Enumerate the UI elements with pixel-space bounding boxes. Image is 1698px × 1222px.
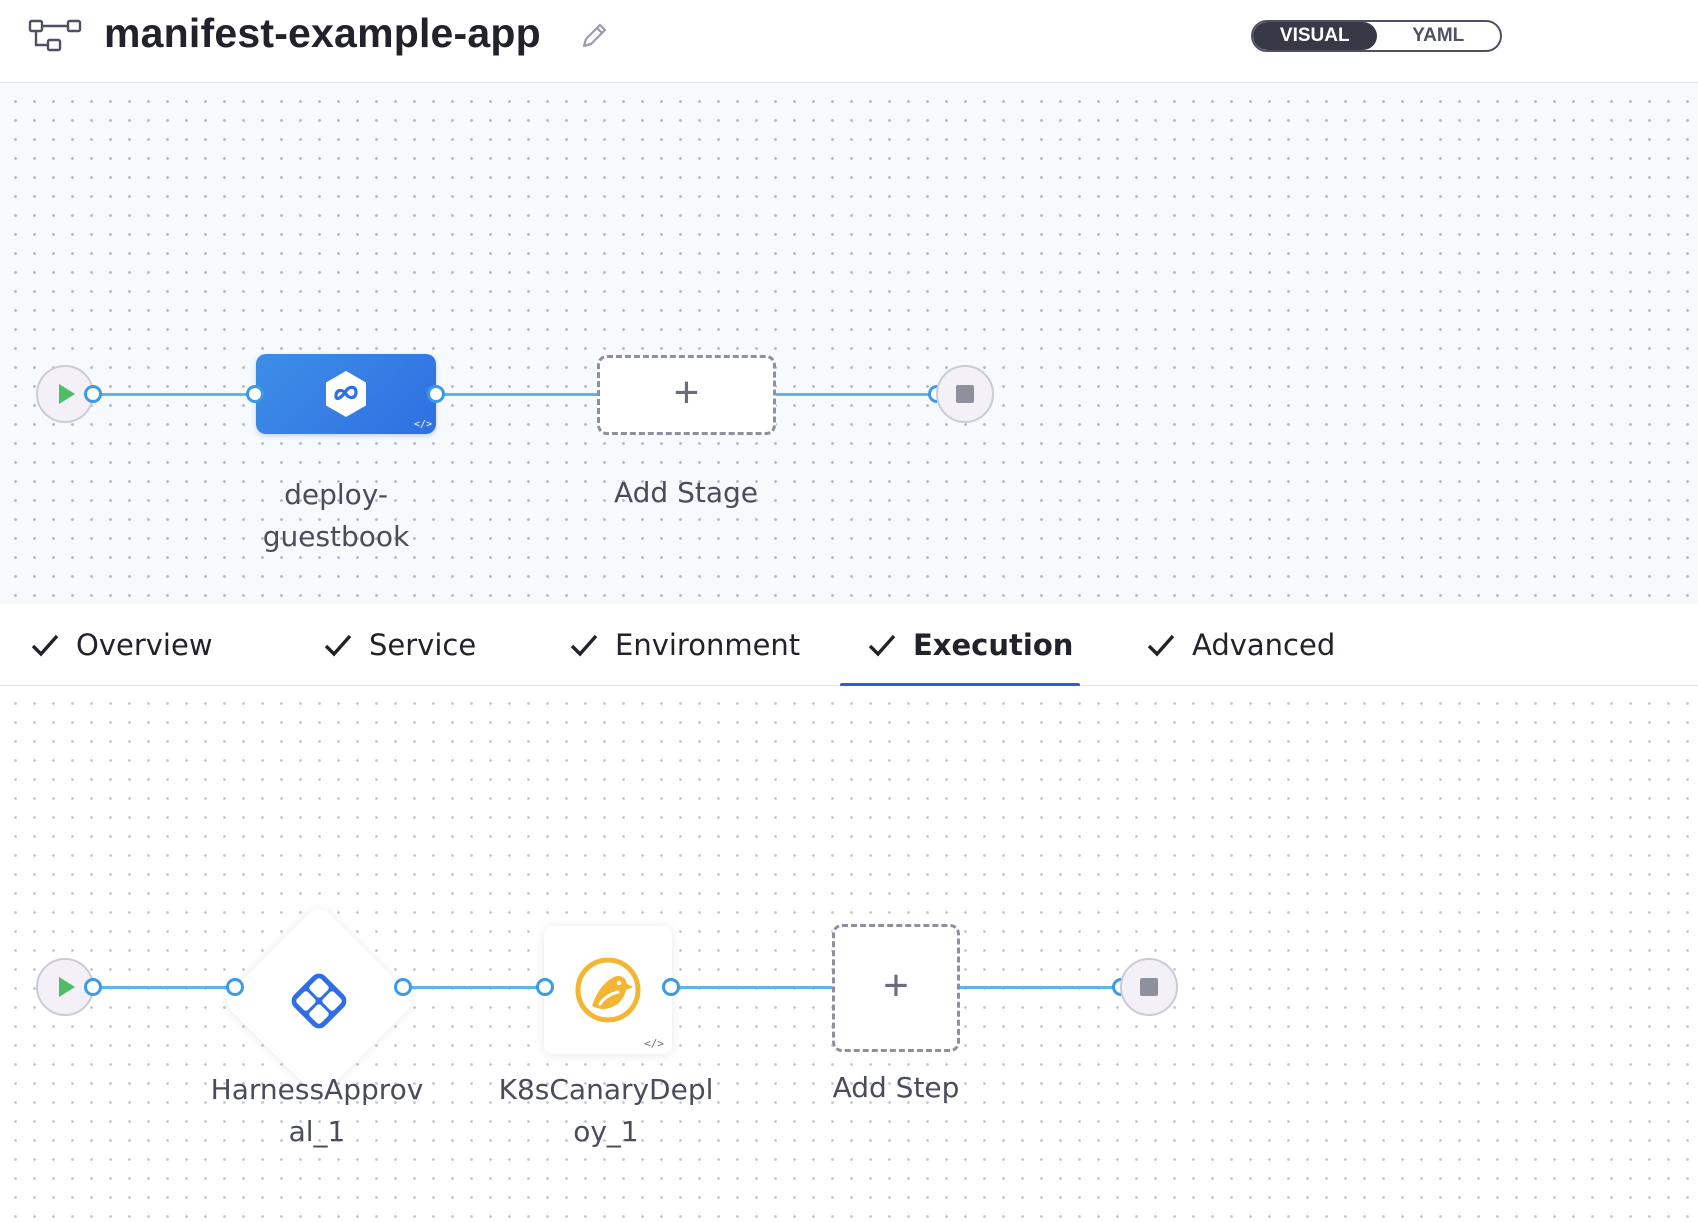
plus-icon: + [883, 961, 909, 1010]
pipeline-end-node [936, 365, 994, 423]
deploy-stage-icon [326, 371, 366, 417]
view-mode-toggle: VISUAL YAML [1251, 20, 1502, 52]
stage-wire-3 [776, 393, 938, 396]
tab-label: Advanced [1192, 628, 1336, 662]
canary-out-port[interactable] [662, 978, 680, 996]
stage-in-port[interactable] [246, 385, 264, 403]
checkmark-icon [1147, 634, 1175, 657]
harness-approval-icon [291, 973, 347, 1029]
pipeline-header: manifest-example-app VISUAL YAML [0, 0, 1698, 83]
canary-in-port[interactable] [536, 978, 554, 996]
stage-out-port[interactable] [427, 385, 445, 403]
stage-wire-1 [94, 393, 258, 396]
page-title: manifest-example-app [104, 10, 541, 56]
add-step-label: Add Step [832, 1071, 960, 1104]
checkmark-icon [570, 634, 598, 657]
tab-execution[interactable]: Execution [867, 604, 1073, 686]
stage-wire-2 [436, 393, 598, 396]
step-node-k8s-canary-deploy[interactable]: </> [544, 926, 672, 1054]
tab-environment[interactable]: Environment [569, 604, 800, 686]
stop-icon [956, 385, 974, 403]
step-wire-1 [94, 986, 236, 989]
pipeline-studio-icon [28, 19, 82, 52]
checkmark-icon [868, 634, 896, 657]
tab-overview[interactable]: Overview [30, 604, 213, 686]
step-label-harness-approval: HarnessApprov al_1 [210, 1073, 424, 1148]
plus-icon: + [673, 368, 700, 417]
stage-node-deploy-guestbook[interactable]: </> [256, 354, 436, 434]
tab-label: Service [369, 628, 477, 662]
step-wire-3 [672, 986, 834, 989]
pencil-icon[interactable] [578, 20, 610, 52]
add-stage-button[interactable]: + [597, 355, 776, 435]
canary-bird-icon [575, 957, 641, 1023]
start-port[interactable] [84, 978, 102, 996]
execution-canvas[interactable]: </> + HarnessApprov al_1 K8sCanaryDepl o… [0, 686, 1698, 1222]
approval-in-port[interactable] [226, 978, 244, 996]
tab-label: Environment [615, 628, 801, 662]
checkmark-icon [31, 634, 59, 657]
active-tab-indicator [840, 683, 1080, 687]
play-icon [59, 977, 75, 997]
code-icon: </> [644, 1037, 664, 1050]
play-icon [59, 384, 75, 404]
stage-tabs: Overview Service Environment Execution A… [0, 604, 1698, 687]
step-wire-4 [958, 986, 1122, 989]
stage-canvas[interactable]: </> + deploy- guestbook Add Stage [0, 84, 1698, 604]
stage-label: deploy- guestbook [262, 478, 410, 553]
approval-out-port[interactable] [394, 978, 412, 996]
add-stage-label: Add Stage [613, 476, 759, 509]
step-label-k8s-canary-deploy: K8sCanaryDepl oy_1 [498, 1073, 714, 1148]
execution-end-node [1120, 958, 1178, 1016]
tab-label: Overview [76, 628, 213, 662]
yaml-toggle-button[interactable]: YAML [1412, 25, 1465, 46]
step-wire-2 [404, 986, 546, 989]
add-step-button[interactable]: + [832, 924, 960, 1052]
checkmark-icon [324, 634, 352, 657]
start-port[interactable] [84, 385, 102, 403]
visual-toggle-button[interactable]: VISUAL [1253, 22, 1377, 50]
code-icon: </> [413, 419, 432, 430]
tab-label: Execution [913, 628, 1074, 662]
tab-advanced[interactable]: Advanced [1146, 604, 1335, 686]
tab-service[interactable]: Service [323, 604, 476, 686]
stop-icon [1140, 978, 1158, 996]
